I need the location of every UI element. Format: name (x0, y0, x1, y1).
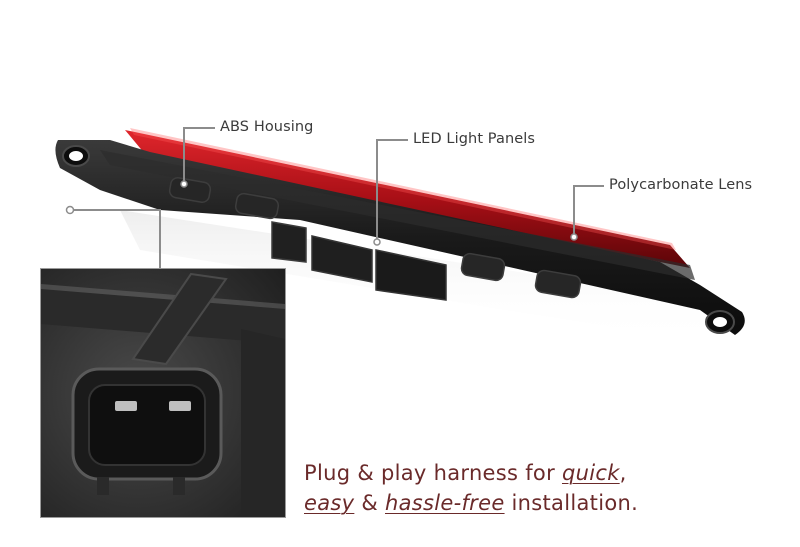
caption-text: & (354, 491, 385, 515)
caption-text: installation. (504, 491, 639, 515)
abs-housing-label: ABS Housing (220, 119, 314, 135)
led-panel-block (311, 235, 373, 283)
abs-callout-line (183, 127, 215, 184)
connector-closeup-image (41, 269, 285, 517)
housing-pads (168, 177, 582, 299)
polycarbonate-lens-label: Polycarbonate Lens (609, 177, 753, 193)
inset-callout-line (74, 209, 161, 268)
caption-line-2: easy & hassle-free installation. (304, 488, 638, 518)
led-light-panels-label: LED Light Panels (413, 131, 536, 147)
connector-closeup-inset (40, 268, 286, 518)
connector-plug (271, 221, 307, 263)
caption-line-1: Plug & play harness for quick, (304, 458, 638, 488)
caption-emphasis-easy: easy (304, 491, 355, 515)
lens-callout-line (573, 185, 604, 237)
caption-text: Plug & play harness for (304, 461, 562, 485)
led-callout-line (376, 139, 408, 242)
caption-text: , (619, 461, 627, 485)
caption-emphasis-quick: quick (561, 461, 620, 485)
installation-caption: Plug & play harness for quick, easy & ha… (304, 458, 638, 518)
red-lens (125, 130, 690, 268)
housing-body (55, 140, 745, 335)
caption-emphasis-hassle-free: hassle-free (385, 491, 505, 515)
